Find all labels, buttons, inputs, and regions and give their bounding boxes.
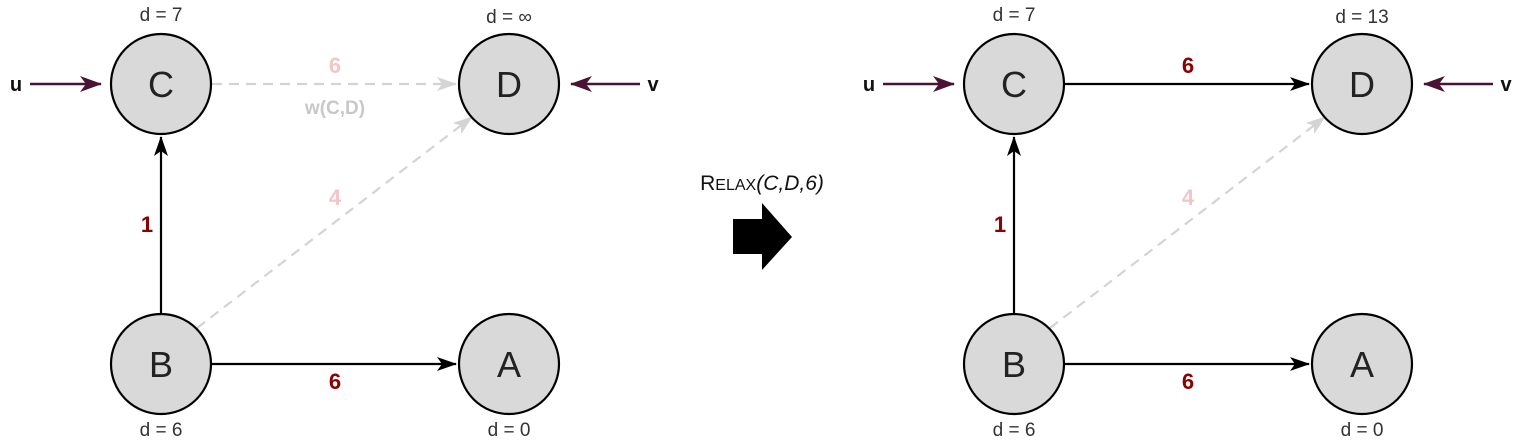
left-node-a-label: A bbox=[497, 344, 521, 385]
right-node-a-label: A bbox=[1350, 344, 1374, 385]
left-node-c-label: C bbox=[148, 64, 174, 105]
left-node-a: A bbox=[457, 312, 561, 416]
left-node-d: D bbox=[457, 32, 561, 136]
right-weight-b-d: 4 bbox=[1182, 185, 1195, 210]
right-node-c-label: C bbox=[1001, 64, 1027, 105]
left-edge-b-d bbox=[196, 116, 473, 329]
left-weight-c-d: 6 bbox=[329, 53, 341, 78]
left-distance-b: d = 6 bbox=[140, 420, 183, 441]
right-node-d: D bbox=[1310, 32, 1414, 136]
right-graph: u v 1 6 6 4 C D B A d = 7 d = 13 d = 6 d… bbox=[863, 5, 1513, 441]
left-weight-b-c: 1 bbox=[141, 212, 153, 237]
right-node-c: C bbox=[962, 32, 1066, 136]
right-pointer-v-label: v bbox=[1500, 74, 1512, 96]
right-weight-b-a: 6 bbox=[1182, 369, 1194, 394]
left-weight-b-a: 6 bbox=[329, 369, 341, 394]
relax-name-rest: ELAX bbox=[715, 177, 756, 194]
right-arrow-icon bbox=[733, 203, 792, 270]
right-distance-d: d = 13 bbox=[1335, 7, 1388, 28]
relax-name-first: R bbox=[700, 172, 715, 195]
right-node-d-label: D bbox=[1349, 64, 1375, 105]
right-weight-b-c: 1 bbox=[994, 212, 1006, 237]
relax-operation: RELAX(C,D,6) bbox=[700, 172, 824, 270]
left-node-c: C bbox=[109, 32, 213, 136]
right-node-a: A bbox=[1310, 312, 1414, 416]
left-distance-d: d = ∞ bbox=[486, 7, 532, 28]
right-pointer-u-label: u bbox=[863, 74, 875, 96]
left-pointer-v-label: v bbox=[647, 74, 659, 96]
left-pointer-u-label: u bbox=[10, 74, 22, 96]
left-node-b-label: B bbox=[149, 344, 173, 385]
left-distance-a: d = 0 bbox=[488, 420, 531, 441]
right-edge-b-d bbox=[1049, 116, 1326, 329]
right-distance-b: d = 6 bbox=[993, 420, 1036, 441]
left-node-b: B bbox=[109, 312, 213, 416]
right-distance-a: d = 0 bbox=[1341, 420, 1384, 441]
relax-args: (C,D,6) bbox=[756, 172, 824, 195]
left-distance-c: d = 7 bbox=[140, 5, 183, 26]
right-node-b-label: B bbox=[1002, 344, 1026, 385]
right-distance-c: d = 7 bbox=[993, 5, 1036, 26]
relax-label: RELAX(C,D,6) bbox=[700, 172, 824, 195]
left-weight-c-d-note: w(C,D) bbox=[304, 98, 365, 119]
right-node-b: B bbox=[962, 312, 1066, 416]
left-node-d-label: D bbox=[496, 64, 522, 105]
left-weight-b-d: 4 bbox=[329, 185, 342, 210]
right-weight-c-d: 6 bbox=[1182, 53, 1194, 78]
left-graph: u v 1 6 6 w(C,D) 4 C D B A d = 7 d = ∞ d… bbox=[10, 5, 660, 441]
